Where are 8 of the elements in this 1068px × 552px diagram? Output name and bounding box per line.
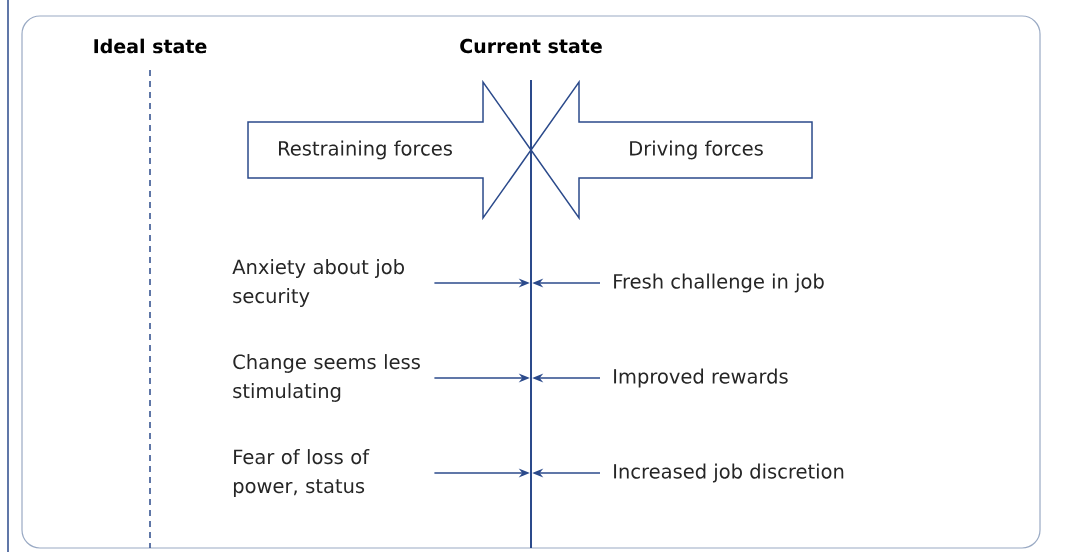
column-heading: Current state	[460, 38, 602, 54]
force-label: Change seems less stimulating	[233, 354, 420, 402]
force-label: Fresh challenge in job	[614, 273, 824, 293]
force-label: Anxiety about job security	[232, 259, 404, 307]
column-heading: Ideal state	[94, 38, 207, 54]
force-label: Fear of loss of power, status	[234, 449, 370, 497]
force-label: Increased job discretion	[614, 463, 844, 483]
force-label: Improved rewards	[614, 368, 788, 388]
